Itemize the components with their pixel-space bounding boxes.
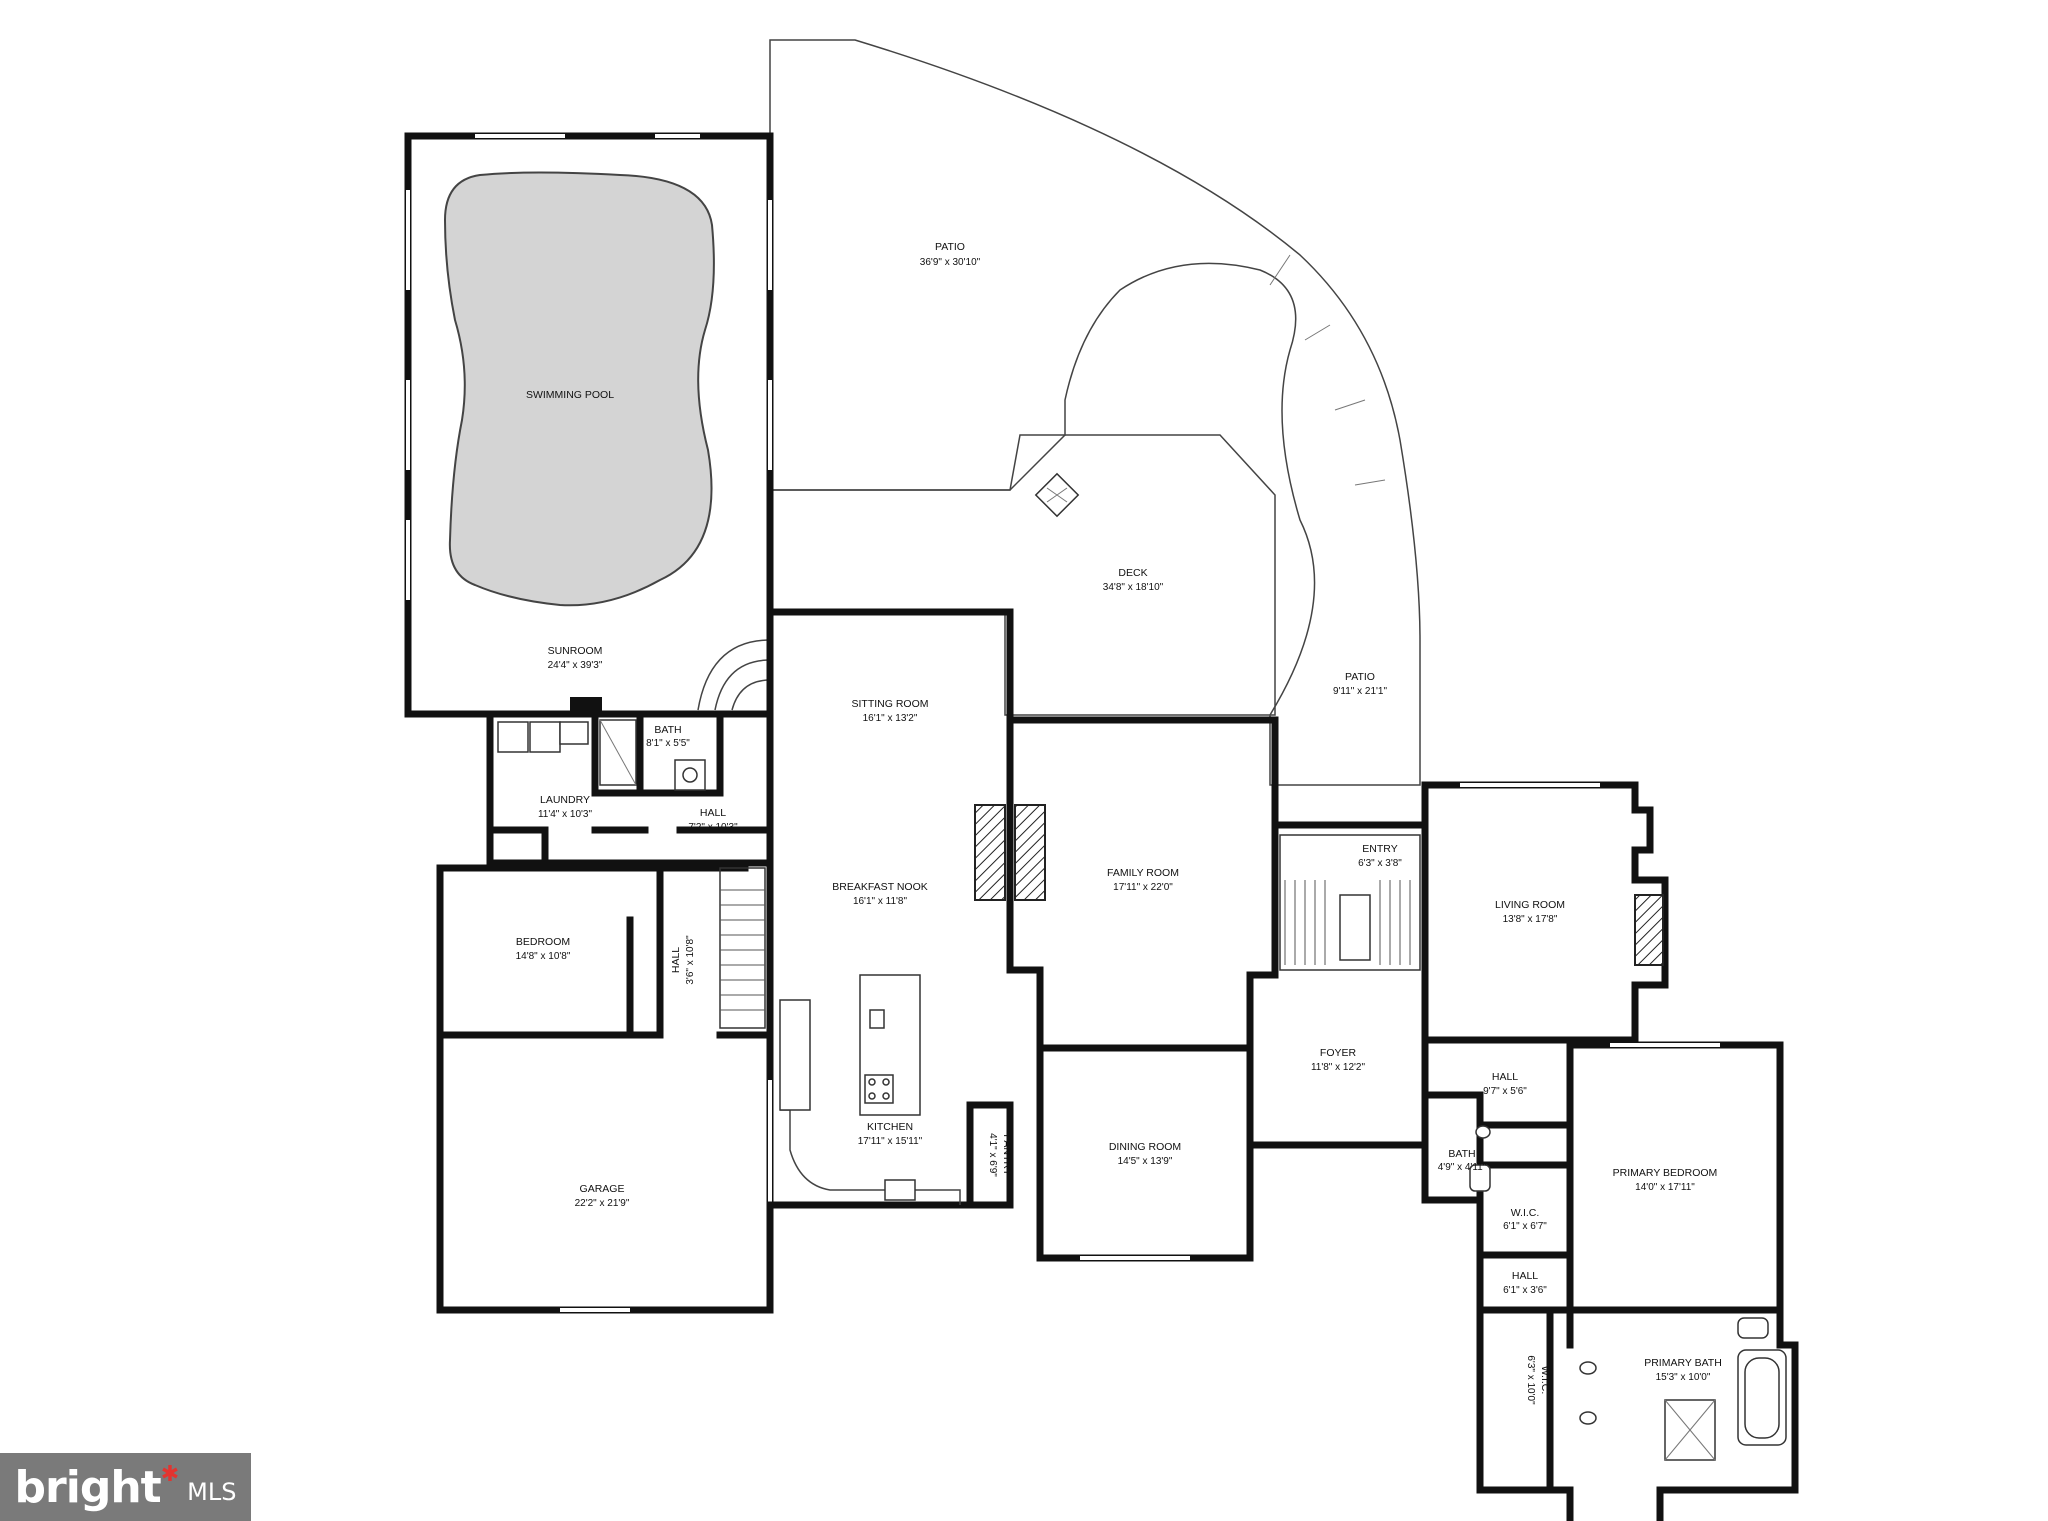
watermark-suffix: MLS xyxy=(187,1478,237,1506)
hall-4-name: HALL xyxy=(1512,1270,1538,1282)
hall-bath-walls xyxy=(1421,1036,1574,1259)
patio-side-dims: 9'11" x 21'1" xyxy=(1333,686,1388,697)
hall-2-name: HALL xyxy=(670,947,682,973)
bedroom-dims: 14'8" x 10'8" xyxy=(516,951,571,962)
primary-bath-walls xyxy=(1476,1306,1799,1521)
laundry-dims: 11'4" x 10'3" xyxy=(538,809,593,820)
sunroom-name: SUNROOM xyxy=(548,645,603,657)
wic-hall-walls xyxy=(1476,1251,1574,1369)
garage-walls xyxy=(436,1031,774,1314)
breakfast-nook-name: BREAKFAST NOOK xyxy=(832,881,928,893)
foyer-entry-walls xyxy=(1246,821,1429,1149)
hall-4-dims: 6'1" x 3'6" xyxy=(1503,1285,1547,1296)
living-room-dims: 13'8" x 17'8" xyxy=(1503,914,1558,925)
hall-3-dims: 9'7" x 5'6" xyxy=(1483,1086,1527,1097)
garage-dims: 22'2" x 21'9" xyxy=(575,1198,630,1209)
sitting-room-name: SITTING ROOM xyxy=(852,698,929,710)
spiral-stair xyxy=(697,639,771,711)
breakfast-nook-dims: 16'1" x 11'8" xyxy=(853,896,908,907)
fireplace-block xyxy=(570,697,602,711)
primary-bath-name: PRIMARY BATH xyxy=(1644,1357,1722,1369)
kitchen-name: KITCHEN xyxy=(867,1121,913,1133)
room-labels: PATIO 36'9" x 30'10" SWIMMING POOL SUNRO… xyxy=(516,241,1722,1405)
living-room-walls xyxy=(1421,781,1669,1044)
laundry-name: LAUNDRY xyxy=(540,794,590,806)
dining-room-walls xyxy=(1036,1044,1254,1262)
living-room-name: LIVING ROOM xyxy=(1495,899,1565,911)
primary-bedroom-dims: 14'0" x 17'11" xyxy=(1635,1182,1695,1193)
family-room-name: FAMILY ROOM xyxy=(1107,867,1179,879)
deck-name: DECK xyxy=(1118,567,1147,579)
fireplace-hatch xyxy=(974,804,1046,901)
sunroom-dims: 24'4" x 39'3" xyxy=(548,660,603,671)
wic-1-dims: 6'1" x 6'7" xyxy=(1503,1221,1547,1232)
wic-2-dims: 6'3" x 10'0" xyxy=(1525,1355,1536,1405)
primary-bath-fixtures xyxy=(1579,1317,1787,1461)
watermark-word: bright xyxy=(14,1461,162,1513)
bath-2-fixtures xyxy=(1469,1125,1491,1192)
patio-top-dims: 36'9" x 30'10" xyxy=(920,257,981,268)
living-fireplace xyxy=(1634,894,1664,966)
laundry-bath-walls xyxy=(486,710,774,867)
dining-room-name: DINING ROOM xyxy=(1109,1141,1181,1153)
watermark-star-icon: ✱ xyxy=(160,1461,180,1486)
patio-outline xyxy=(769,39,1421,786)
swimming-pool xyxy=(443,171,715,607)
garage-name: GARAGE xyxy=(580,1183,625,1195)
hall-1-name: HALL xyxy=(700,807,726,819)
bath-1-name: BATH xyxy=(654,724,681,736)
pantry-name: PANTRY xyxy=(1001,1134,1013,1176)
wic-2-name: W.I.C. xyxy=(1539,1366,1551,1395)
sitting-kitchen-walls xyxy=(766,608,1044,1214)
entry-stairs xyxy=(1279,834,1421,971)
bath-2-name: BATH xyxy=(1448,1148,1475,1160)
pool-name: SWIMMING POOL xyxy=(526,389,614,401)
garage-stairs xyxy=(719,867,766,1029)
entry-name: ENTRY xyxy=(1362,843,1397,855)
pantry-dims: 4'1" x 6'9" xyxy=(987,1133,998,1177)
bedroom-name: BEDROOM xyxy=(516,936,570,948)
primary-bedroom-name: PRIMARY BEDROOM xyxy=(1613,1167,1718,1179)
hall-1-dims: 7'2" x 10'3" xyxy=(688,822,738,833)
deck-dims: 34'8" x 18'10" xyxy=(1103,582,1164,593)
laundry-fixtures xyxy=(497,719,706,791)
family-room-dims: 17'11" x 22'0" xyxy=(1113,882,1173,893)
foyer-dims: 11'8" x 12'2" xyxy=(1311,1062,1366,1073)
sunroom-windows xyxy=(406,134,772,600)
patio-side-name: PATIO xyxy=(1345,671,1375,683)
deck-outline xyxy=(769,434,1276,716)
primary-bath-dims: 15'3" x 10'0" xyxy=(1656,1372,1711,1383)
hall-3-name: HALL xyxy=(1492,1071,1518,1083)
pantry-walls xyxy=(966,1101,1014,1209)
bedroom-walls xyxy=(436,864,749,1039)
foyer-name: FOYER xyxy=(1320,1047,1357,1059)
kitchen-dims: 17'11" x 15'11" xyxy=(858,1136,923,1147)
entry-dims: 6'3" x 3'8" xyxy=(1358,858,1402,869)
wic-1-name: W.I.C. xyxy=(1511,1207,1540,1219)
patio-arc-segments xyxy=(1269,254,1386,486)
sitting-room-dims: 16'1" x 13'2" xyxy=(863,713,918,724)
patio-top-name: PATIO xyxy=(935,241,965,253)
hall-2-dims: 3'6" x 10'8" xyxy=(685,935,696,985)
kitchen-fixtures xyxy=(779,974,961,1205)
bath-1-dims: 8'1" x 5'5" xyxy=(646,738,690,749)
bath-2-dims: 4'9" x 4'11" xyxy=(1438,1162,1487,1173)
dining-room-dims: 14'5" x 13'9" xyxy=(1118,1156,1173,1167)
bright-mls-watermark: bright ✱ MLS xyxy=(0,1453,251,1521)
